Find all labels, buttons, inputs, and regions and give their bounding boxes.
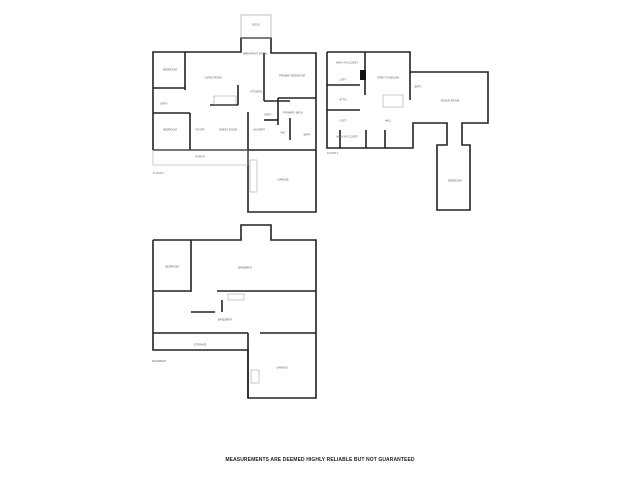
room-label: PRIMARY BEDROOM	[279, 74, 305, 78]
room-label: BEDROOM	[163, 128, 177, 132]
room-label: FOYER	[195, 128, 205, 132]
disclaimer: MEASUREMENTS ARE DEEMED HIGHLY RELIABLE …	[225, 457, 415, 463]
room-label: BATH	[414, 85, 422, 89]
room-label: PORCH	[195, 155, 205, 159]
room-label: LAUNDRY	[252, 128, 266, 132]
room-label: BREAKFAST ROOM	[242, 52, 268, 56]
room-label: BATH	[264, 113, 272, 117]
room-label: WALK-IN CLOSET	[336, 135, 358, 139]
room-label: OPEN TO BELOW	[377, 76, 399, 80]
floor-label: FLOOR 1	[153, 172, 165, 175]
room-label: WALK-IN CLOSET	[336, 61, 358, 65]
room-label: GARAGE	[277, 178, 289, 182]
floor-label: FLOOR 2	[327, 152, 339, 155]
room-label: KITCHEN	[250, 90, 262, 94]
room-label: DINING ROOM	[219, 128, 237, 132]
room-label: GARAGE	[276, 366, 288, 370]
room-label: BEDROOM	[448, 179, 462, 183]
upper-floor-walls	[326, 51, 489, 211]
room-label: BONUS ROOM	[440, 99, 460, 103]
room-label: PRIMARY BATH	[283, 111, 303, 115]
room-label: BASEMENT	[237, 266, 253, 270]
room-label: HALL	[384, 119, 392, 123]
porch-outline	[152, 149, 249, 166]
floor-label: BASEMENT	[152, 360, 167, 363]
room-label: WIC	[280, 131, 286, 135]
room-label: LIVING ROOM	[204, 76, 222, 80]
room-label: BASEMENT	[217, 318, 233, 322]
room-label: DECK	[252, 23, 260, 27]
main-floor-walls	[152, 14, 317, 213]
room-label: BEDROOM	[165, 265, 179, 269]
room-label: BATH	[303, 133, 311, 137]
chimney	[360, 70, 366, 80]
basement-walls	[152, 224, 317, 399]
room-label: STORAGE	[193, 343, 207, 347]
room-label: ATTIC	[339, 98, 347, 102]
room-label: BEDROOM	[163, 68, 177, 72]
stairs	[213, 94, 404, 384]
room-label: LOFT	[339, 78, 347, 82]
room-label: BATH	[160, 102, 168, 106]
room-label: LOFT	[339, 119, 347, 123]
